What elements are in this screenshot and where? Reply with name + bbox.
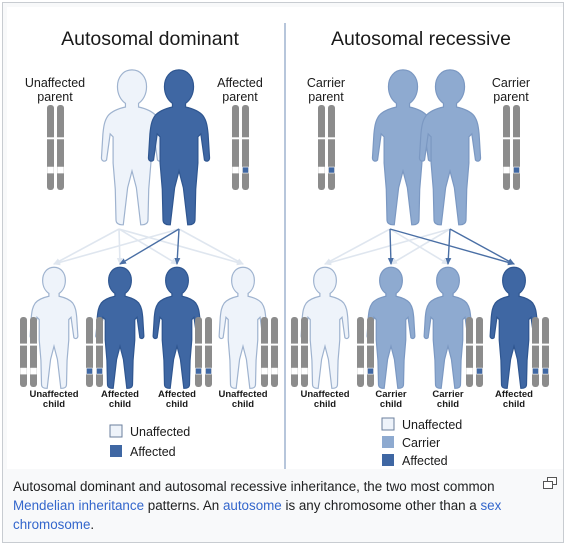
dominant-arrow-p2-c3 [174,228,181,265]
recessive-legend-swatch-unaffected [381,417,395,431]
recessive-child-figure-2 [366,266,416,389]
recessive-child-label-4: Affected [495,389,533,400]
recessive-arrow-p1-c1 [324,228,391,265]
dominant-child-label-2: Affected [101,389,139,400]
recessive-legend-swatch-carrier [382,436,394,448]
dominant-parent-figure-1 [100,69,164,226]
dominant-child-sublabel-2: child [109,399,131,410]
recessive-child-figure-1 [300,266,350,389]
dominant-arrow-p2-c1 [53,228,180,266]
dominant-arrow-p1-c4 [118,228,244,266]
dominant-child-figure-2 [95,266,145,389]
recessive-child-chromosomes-4 [531,317,550,387]
dominant-child-label-4: Unaffected [218,389,267,400]
dominant-child-sublabel-4: child [232,399,254,410]
dominant-parent-label-1: Unaffected [25,76,85,90]
recessive-arrow-p1-c4 [389,228,515,266]
recessive-parent-sublabel-2: parent [493,90,529,104]
recessive-child-label-1: Unaffected [300,389,349,400]
recessive-legend-label-affected: Affected [402,454,448,468]
dominant-arrow-p1-c2 [116,228,123,265]
dominant-child-label-1: Unaffected [29,389,78,400]
dominant-child-chromosomes-4 [260,317,279,387]
dominant-child-figure-4 [218,266,268,389]
inheritance-svg: Autosomal dominantUnaffectedparentAffect… [19,23,550,469]
dominant-child-chromosomes-2 [85,317,104,387]
recessive-parent-label-2: Carrier [492,76,530,90]
dominant-child-sublabel-3: child [166,399,188,410]
recessive-child-sublabel-4: child [503,399,525,410]
figure-caption: Autosomal dominant and autosomal recessi… [13,477,533,534]
dominant-arrow-p1-c3 [118,228,178,265]
recessive-child-figure-3 [423,266,473,389]
recessive-child-figure-4 [489,266,539,389]
recessive-parent-chromosomes-1 [317,105,336,190]
dominant-parent-sublabel-1: parent [37,90,73,104]
dominant-arrow-p1-c1 [53,228,120,265]
dominant-legend-label-unaffected: Unaffected [130,425,190,439]
caption-text-1: Autosomal dominant and autosomal recessi… [13,479,495,494]
mendelian-inheritance-link[interactable]: Mendelian inheritance [13,498,145,513]
sex-chromosome-link[interactable]: sex chromosome [13,498,502,532]
recessive-title: Autosomal recessive [331,28,511,50]
recessive-parent-label-1: Carrier [307,76,345,90]
recessive-child-sublabel-2: child [380,399,402,410]
dominant-parent-figure-2 [147,69,211,226]
dominant-parent-chromosomes-2 [231,105,250,190]
dominant-parent-label-2: Affected [217,76,263,90]
dominant-title: Autosomal dominant [61,28,239,50]
recessive-arrow-p2-c4 [449,228,515,265]
recessive-legend-label-carrier: Carrier [402,436,440,450]
dominant-parent-chromosomes-1 [46,105,65,190]
recessive-legend-swatch-affected [382,454,394,466]
recessive-child-chromosomes-1 [290,317,309,387]
recessive-arrow-p2-c2 [390,228,451,265]
recessive-arrow-p2-c1 [324,228,451,266]
dominant-parent-sublabel-2: parent [222,90,258,104]
dominant-child-figure-1 [29,266,79,389]
dominant-arrow-p2-c4 [178,228,244,265]
dominant-child-sublabel-1: child [43,399,65,410]
autosome-link[interactable]: autosome [222,498,282,513]
enlarge-icon[interactable] [543,477,557,489]
recessive-child-sublabel-3: child [437,399,459,410]
recessive-parent-chromosomes-2 [502,105,521,190]
dominant-legend-swatch-unaffected [109,424,123,438]
recessive-legend-label-unaffected: Unaffected [402,418,462,432]
dominant-child-chromosomes-3 [194,317,213,387]
recessive-parent-figure-2 [418,69,482,226]
recessive-child-label-3: Carrier [432,389,463,400]
dominant-arrow-p2-c2 [119,228,180,265]
recessive-arrow-p1-c2 [387,228,394,265]
recessive-parent-figure-1 [371,69,435,226]
dominant-child-figure-3 [152,266,202,389]
recessive-child-sublabel-1: child [314,399,336,410]
dominant-legend-swatch-affected [110,445,122,457]
dominant-child-label-3: Affected [158,389,196,400]
caption-text-3: is any chromosome other than a [281,498,481,513]
recessive-arrow-p2-c3 [445,228,452,265]
recessive-child-chromosomes-3 [465,317,484,387]
recessive-child-label-2: Carrier [375,389,406,400]
dominant-legend-label-affected: Affected [130,445,176,459]
caption-text-2: patterns. An [144,498,223,513]
caption-text-4: . [90,517,95,532]
recessive-child-chromosomes-2 [356,317,375,387]
dominant-child-chromosomes-1 [19,317,38,387]
recessive-parent-sublabel-1: parent [308,90,344,104]
